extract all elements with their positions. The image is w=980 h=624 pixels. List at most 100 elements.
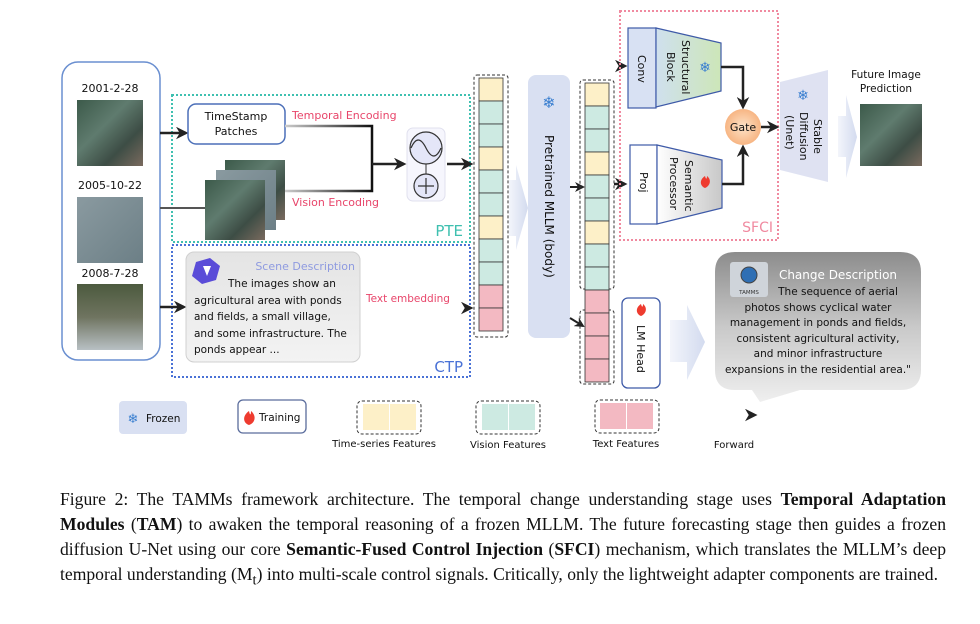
output-text-token-frame bbox=[579, 309, 615, 385]
globe-icon bbox=[740, 266, 758, 284]
caption-bold: SFCI bbox=[554, 539, 595, 559]
flame-icon bbox=[636, 304, 646, 316]
vision-token-cell bbox=[584, 197, 610, 222]
flame-icon bbox=[700, 176, 710, 188]
vision-token-cell bbox=[478, 169, 504, 194]
change-text-line: expansions in the residential area." bbox=[725, 364, 911, 376]
plus-sign bbox=[418, 178, 434, 194]
legend-vision-label: Vision Features bbox=[470, 440, 546, 451]
vision-encoding-label: Vision Encoding bbox=[292, 196, 379, 209]
scene-text-line: The images show an bbox=[227, 278, 336, 290]
time-token-cell bbox=[584, 151, 610, 176]
big-arrow bbox=[838, 95, 857, 178]
proj-label: Proj bbox=[637, 172, 650, 193]
change-description-title: Change Description bbox=[779, 268, 897, 282]
structural-block-label: Structural bbox=[679, 40, 692, 94]
snowflake-icon: ❄ bbox=[797, 88, 809, 104]
conv-label: Conv bbox=[635, 55, 648, 83]
swatch-cell bbox=[482, 404, 508, 430]
change-text-line: photos shows cyclical water bbox=[744, 302, 892, 314]
scene-text-line: and some infrastructure. The bbox=[194, 328, 347, 340]
pte-label: PTE bbox=[435, 222, 463, 240]
text-token-cell bbox=[584, 358, 610, 383]
qwen-logo-mark bbox=[203, 266, 211, 276]
timestamp-label: TimeStamp bbox=[204, 110, 268, 123]
semantic-processor-block bbox=[656, 144, 723, 225]
swatch-cell bbox=[627, 403, 653, 429]
date-label: 2005-10-22 bbox=[78, 179, 142, 192]
legend-text-swatch bbox=[594, 399, 660, 434]
mllm-label: Pretrained MLLM (body) bbox=[542, 135, 556, 278]
scene-description-title: Scene Description bbox=[255, 260, 355, 273]
text-token-cell bbox=[584, 312, 610, 337]
semantic-processor-label: Semantic bbox=[682, 160, 695, 212]
vision-token-cell bbox=[478, 192, 504, 217]
time-token-cell bbox=[478, 146, 504, 171]
input-token-column-frame bbox=[473, 74, 509, 338]
legend: ❄ Frozen Training Time-series Features V… bbox=[119, 399, 758, 451]
change-text-line: The sequence of aerial bbox=[777, 286, 898, 298]
vision-token-cell bbox=[584, 105, 610, 130]
sine-wave bbox=[410, 139, 442, 157]
caption-bold: Temporal Adaptation Modules bbox=[60, 489, 946, 534]
semantic-processor-label: Processor bbox=[667, 157, 680, 210]
gate-label: Gate bbox=[730, 121, 757, 134]
satellite-image-2005 bbox=[77, 197, 143, 263]
time-token-cell bbox=[584, 220, 610, 245]
caption-text: ( bbox=[124, 514, 137, 534]
legend-vision-swatch bbox=[475, 400, 541, 435]
date-label: 2001-2-28 bbox=[82, 82, 139, 95]
vision-token-cell bbox=[584, 128, 610, 153]
caption-subscript: t bbox=[252, 572, 257, 589]
satellite-image-2008 bbox=[77, 284, 143, 350]
caption-bold: Semantic-Fused Control Injection bbox=[286, 539, 544, 559]
swatch-cell bbox=[363, 404, 389, 430]
legend-frozen-label: Frozen bbox=[146, 413, 180, 425]
future-image-prediction bbox=[860, 104, 922, 166]
text-token-cell bbox=[478, 284, 504, 309]
scene-text-line: and fields, a small village, bbox=[194, 311, 331, 323]
conv-block bbox=[627, 27, 657, 109]
encoding-merge-lines bbox=[285, 124, 374, 193]
vision-token-cell bbox=[478, 100, 504, 125]
proj-block bbox=[629, 144, 658, 225]
snowflake-icon: ❄ bbox=[542, 93, 555, 112]
vision-token-cell bbox=[584, 243, 610, 268]
legend-time-series-label: Time-series Features bbox=[331, 439, 436, 450]
future-image-label: Prediction bbox=[860, 83, 912, 95]
big-arrow bbox=[509, 165, 528, 250]
structural-block-label: Block bbox=[664, 52, 677, 82]
timestamp-patches-box bbox=[187, 103, 286, 145]
caption-text: ( bbox=[543, 539, 555, 559]
swatch-cell bbox=[509, 404, 535, 430]
structural-block bbox=[655, 27, 722, 108]
text-embedding-label: Text embedding bbox=[365, 293, 450, 305]
big-arrow bbox=[670, 305, 705, 380]
gate-node bbox=[725, 109, 761, 145]
figure-caption: Figure 2: The TAMMs framework architectu… bbox=[60, 487, 946, 594]
date-label: 2008-7-28 bbox=[82, 267, 139, 280]
vision-token-cell bbox=[478, 238, 504, 263]
scene-text-line: agricultural area with ponds bbox=[194, 295, 342, 307]
caption-text: ) to awaken the temporal reasoning of a … bbox=[60, 514, 946, 559]
time-token-cell bbox=[584, 82, 610, 107]
satellite-image-2001 bbox=[77, 100, 143, 166]
legend-training bbox=[237, 399, 307, 434]
change-text-line: management in ponds and fields, bbox=[730, 317, 906, 329]
swatch-cell bbox=[390, 404, 416, 430]
arrow bbox=[722, 144, 750, 186]
vision-token-cell bbox=[478, 123, 504, 148]
stable-diffusion-label: Stable bbox=[811, 119, 824, 154]
legend-text-label: Text Features bbox=[592, 439, 659, 450]
input-token-column bbox=[478, 77, 504, 332]
caption-text: Figure 2: The TAMMs framework architectu… bbox=[60, 489, 781, 509]
stable-diffusion-label: (Unet) bbox=[783, 115, 796, 150]
text-token-cell bbox=[478, 307, 504, 332]
swatch-cell bbox=[600, 403, 626, 429]
change-text-line: and minor infrastructure bbox=[754, 348, 883, 360]
legend-forward-label: Forward bbox=[714, 440, 754, 451]
vision-token-cell bbox=[478, 261, 504, 286]
sfci-label: SFCI bbox=[742, 220, 773, 236]
output-token-column bbox=[584, 82, 610, 383]
lm-head-label: LM Head bbox=[634, 325, 647, 373]
